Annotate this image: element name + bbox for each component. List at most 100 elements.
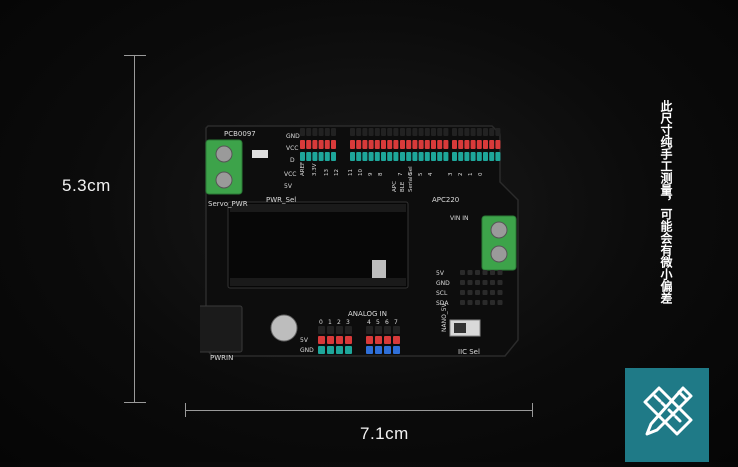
digital-pin-gnd	[300, 128, 305, 136]
iic-header-pin	[497, 280, 503, 285]
analog-pin-signal	[318, 346, 325, 354]
analog-pin-gnd	[327, 326, 334, 334]
iic-header-pin	[482, 300, 488, 305]
digital-pin-gnd	[318, 128, 324, 136]
digital-pin-gnd	[374, 128, 380, 136]
digital-pin-vcc	[424, 140, 430, 149]
digital-pin-signal	[356, 152, 362, 161]
vin-terminal	[481, 215, 517, 271]
iic-header-pin	[460, 300, 465, 305]
digital-pin-gnd	[431, 128, 436, 136]
analog-pin-signal	[345, 346, 352, 354]
digital-pin-signal	[306, 152, 312, 161]
digital-pin-signal	[393, 152, 399, 161]
servo-terminal	[205, 139, 243, 195]
analog-pin-number: 4	[367, 319, 371, 326]
apc-label: APC220	[432, 196, 459, 204]
iic-header-pin	[467, 300, 473, 305]
digital-pin-signal	[424, 152, 430, 161]
iic-header-pin	[482, 270, 488, 275]
digital-pin-label: 6	[408, 172, 414, 176]
iic-header-pin	[475, 300, 480, 305]
model-label: PCB0097	[224, 130, 256, 138]
iic-pin-label: SCL	[436, 290, 448, 297]
analog-pin-number: 2	[337, 319, 341, 326]
analog-pin-signal	[336, 346, 343, 354]
digital-pin-signal	[374, 152, 380, 161]
digital-pin-gnd	[306, 128, 312, 136]
digital-pin-signal	[464, 152, 470, 161]
digital-pin-signal	[458, 152, 464, 161]
digital-pin-vcc	[312, 140, 318, 149]
dc-jack	[189, 305, 243, 353]
digital-pin-gnd	[393, 128, 399, 136]
analog-pin-number: 1	[328, 319, 332, 326]
digital-pin-vcc	[306, 140, 312, 149]
digital-pin-label: 7	[398, 172, 404, 176]
pwr-sel-label: PWR_Sel	[266, 196, 296, 204]
iic-header-pin	[475, 270, 480, 275]
digital-pin-gnd	[418, 128, 424, 136]
digital-pin-vcc	[431, 140, 436, 149]
analog-pin-signal	[327, 346, 334, 354]
digital-pin-signal	[443, 152, 449, 161]
width-measure-tick-left	[185, 403, 186, 417]
digital-pin-label: 3	[448, 172, 454, 176]
digital-pin-vcc	[489, 140, 495, 149]
digital-pin-label: 11	[348, 169, 354, 176]
iic-header-pin	[490, 300, 495, 305]
digital-pin-vcc	[324, 140, 330, 149]
digital-pin-label: 4	[428, 172, 434, 176]
digital-pin-label: 2	[458, 173, 464, 177]
analog-label: ANALOG IN	[348, 310, 387, 318]
measurement-note: 此尺寸纯手工测量，可能会有微小偏差	[659, 100, 673, 304]
digital-pin-vcc	[483, 140, 488, 149]
width-label: 7.1cm	[360, 424, 409, 443]
digital-pin-signal	[412, 152, 418, 161]
digital-pin-signal	[300, 152, 305, 161]
iic-pin-label: 5V	[436, 270, 445, 277]
ruler-pencil-icon	[625, 368, 709, 462]
digital-pin-gnd	[458, 128, 464, 136]
digital-pin-signal	[331, 152, 336, 161]
iic-header-pin	[497, 290, 503, 295]
digital-pin-vcc	[418, 140, 424, 149]
digital-pin-signal	[437, 152, 443, 161]
digital-pin-vcc	[406, 140, 412, 149]
nano-label: NANO_5V	[441, 302, 448, 332]
digital-pin-gnd	[483, 128, 488, 136]
digital-pin-vcc	[350, 140, 355, 149]
socket-pins-bottom	[230, 278, 406, 286]
digital-pin-gnd	[437, 128, 443, 136]
iic-header-pin	[467, 290, 473, 295]
analog-pin-number: 0	[319, 319, 323, 326]
slide-switch-knob	[454, 323, 466, 333]
iic-header-pin	[490, 290, 495, 295]
analog-pin-vcc	[327, 336, 334, 344]
digital-pin-gnd	[452, 128, 457, 136]
row-vcc-label: VCC	[286, 145, 298, 152]
iic-header-pin	[460, 270, 465, 275]
digital-pin-vcc	[476, 140, 482, 149]
digital-pin-gnd	[406, 128, 412, 136]
digital-pin-gnd	[495, 128, 501, 136]
digital-pin-gnd	[362, 128, 368, 136]
digital-pin-signal	[368, 152, 374, 161]
digital-pin-signal	[489, 152, 495, 161]
analog-pin-gnd	[384, 326, 391, 334]
digital-pin-vcc	[443, 140, 449, 149]
analog-pin-vcc	[366, 336, 373, 344]
digital-pin-signal	[483, 152, 488, 161]
digital-pin-gnd	[381, 128, 386, 136]
socket-pins-top	[230, 204, 406, 212]
digital-pin-signal	[387, 152, 393, 161]
iic-pin-label: GND	[436, 280, 450, 287]
digital-pin-vcc	[458, 140, 464, 149]
iic-header-pin	[482, 290, 488, 295]
digital-pin-gnd	[464, 128, 470, 136]
digital-pin-gnd	[350, 128, 355, 136]
iic-pin-label: SDA	[436, 300, 449, 307]
digital-pin-vcc	[300, 140, 305, 149]
digital-pin-label: AREF	[300, 162, 306, 176]
power-row-label: GND	[300, 347, 314, 354]
